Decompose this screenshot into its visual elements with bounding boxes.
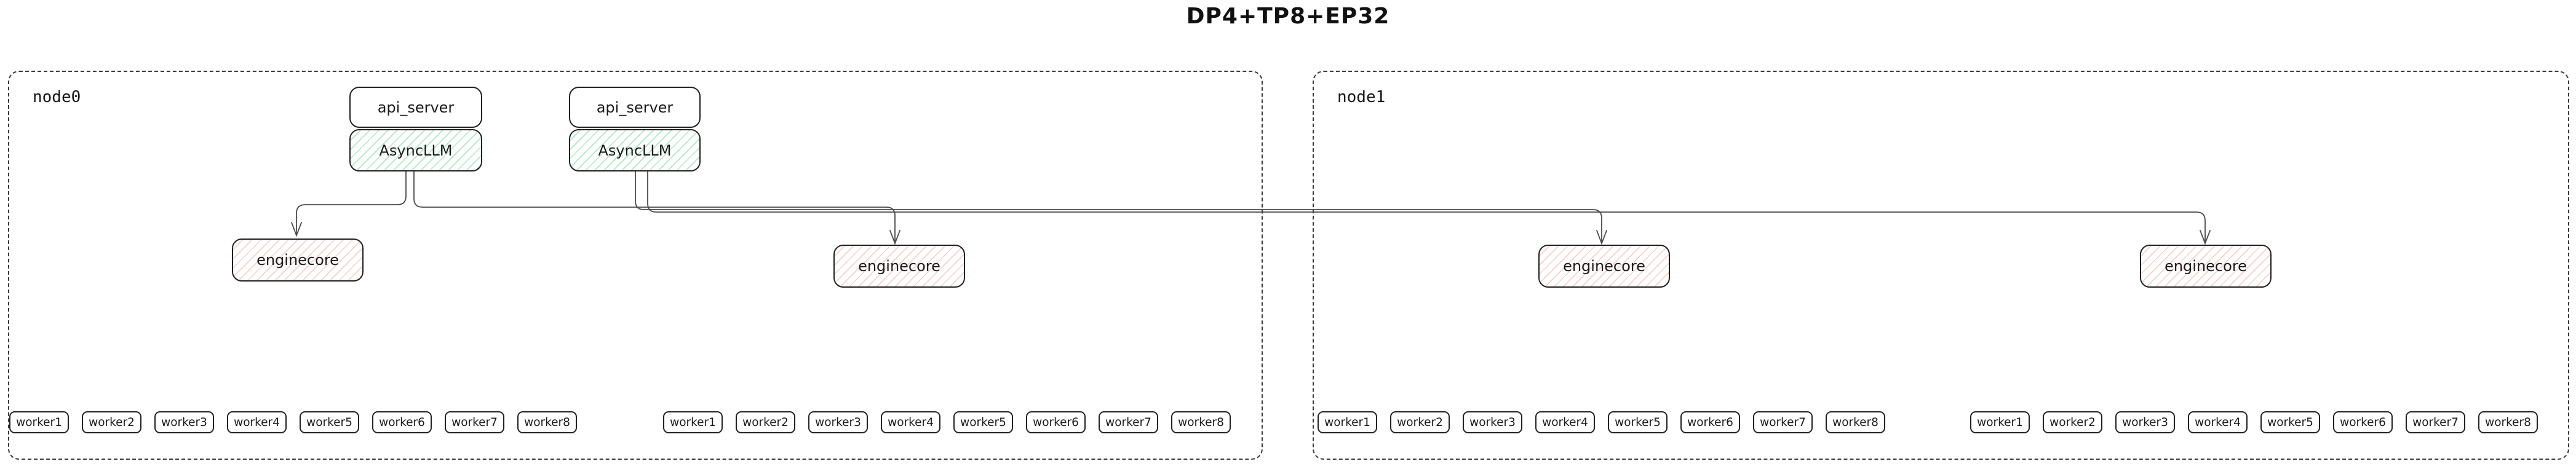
enginecore-box-3: enginecore (2140, 245, 2272, 288)
worker-box: worker6 (1680, 411, 1740, 433)
node0-label: node0 (33, 88, 81, 106)
worker-box: worker6 (2333, 411, 2393, 433)
worker-box: worker6 (1026, 411, 1086, 433)
worker-box: worker7 (1753, 411, 1813, 433)
diagram-title: DP4+TP8+EP32 (1186, 4, 1390, 29)
worker-box: worker5 (300, 411, 359, 433)
worker-box: worker8 (1171, 411, 1231, 433)
asyncllm-box-0: AsyncLLM (349, 129, 482, 171)
worker-box: worker2 (736, 411, 795, 433)
api-server-box-1: api_server (569, 87, 701, 128)
worker-box: worker1 (1318, 411, 1377, 433)
enginecore-box-2: enginecore (1538, 245, 1670, 288)
worker-group-node1-b: worker1 worker2 worker3 worker4 worker5 worke… (1970, 411, 2538, 433)
api-server-box-0: api_server (349, 87, 482, 128)
node1-label: node1 (1337, 88, 1386, 106)
worker-box: worker6 (372, 411, 432, 433)
worker-box: worker4 (1535, 411, 1595, 433)
asyncllm-box-1: AsyncLLM (569, 129, 701, 171)
worker-box: worker3 (2115, 411, 2175, 433)
worker-box: worker7 (445, 411, 504, 433)
worker-group-node1-a: worker1 worker2 worker3 worker4 worker5 worke… (1318, 411, 1885, 433)
worker-box: worker3 (808, 411, 868, 433)
worker-box: worker4 (227, 411, 287, 433)
worker-box: worker1 (1970, 411, 2030, 433)
worker-box: worker3 (154, 411, 214, 433)
worker-box: worker4 (2188, 411, 2248, 433)
worker-box: worker2 (2043, 411, 2102, 433)
worker-box: worker8 (517, 411, 577, 433)
worker-box: worker2 (1390, 411, 1450, 433)
enginecore-box-0: enginecore (232, 238, 364, 282)
worker-box: worker7 (1099, 411, 1158, 433)
worker-group-node0-b: worker1 worker2 worker3 worker4 worker5 worke… (663, 411, 1231, 433)
worker-box: worker1 (663, 411, 723, 433)
worker-group-node0-a: worker1 worker2 worker3 worker4 worker5 worke… (9, 411, 577, 433)
worker-box: worker7 (2406, 411, 2465, 433)
worker-box: worker8 (2478, 411, 2538, 433)
worker-box: worker3 (1463, 411, 1522, 433)
worker-box: worker1 (9, 411, 69, 433)
node0-container: node0 (8, 71, 1263, 460)
enginecore-box-1: enginecore (833, 245, 965, 288)
worker-box: worker5 (953, 411, 1013, 433)
worker-box: worker5 (2260, 411, 2320, 433)
node1-container: node1 (1313, 71, 2569, 460)
worker-box: worker4 (881, 411, 940, 433)
worker-box: worker2 (82, 411, 141, 433)
worker-box: worker8 (1826, 411, 1885, 433)
worker-box: worker5 (1608, 411, 1668, 433)
